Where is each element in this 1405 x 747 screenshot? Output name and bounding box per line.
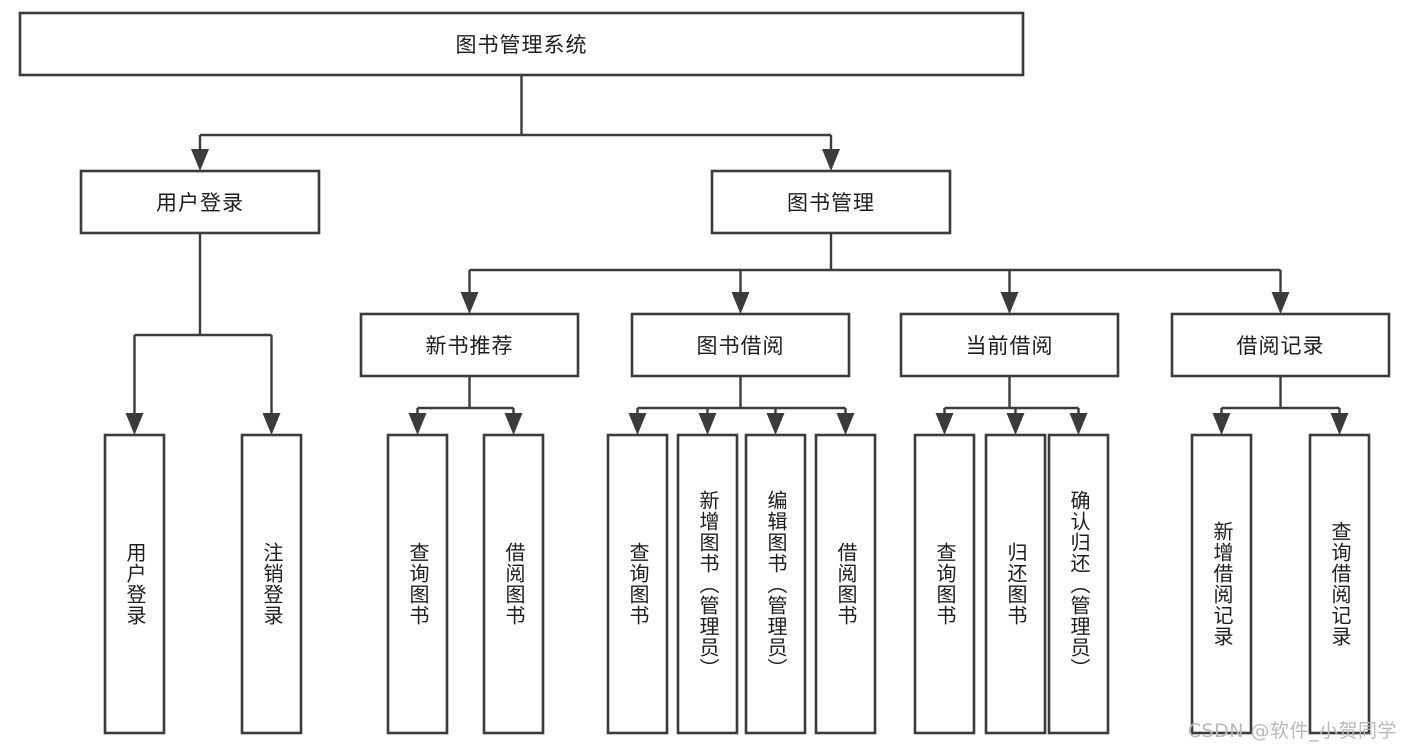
node-box-user-login[interactable] <box>79 169 321 235</box>
arrow-head-icon <box>766 413 785 435</box>
node-box-root[interactable] <box>18 11 1025 77</box>
arrow-head-icon <box>698 413 717 435</box>
arrow-head-icon <box>191 149 209 171</box>
node-box-bb-borrow-book[interactable] <box>814 433 877 735</box>
arrow-head-icon <box>1000 292 1019 314</box>
arrow-head-icon <box>125 413 144 435</box>
node-box-cb-confirm-return[interactable] <box>1047 433 1110 735</box>
node-box-user-login-leaf[interactable] <box>103 433 166 735</box>
arrow-head-icon <box>262 413 281 435</box>
node-box-br-add-record[interactable] <box>1190 433 1253 735</box>
arrow-head-icon <box>1212 413 1231 435</box>
node-box-book-borrow[interactable] <box>630 312 851 378</box>
arrow-head-icon <box>1271 292 1290 314</box>
arrow-head-icon <box>935 413 954 435</box>
node-box-user-logout-leaf[interactable] <box>240 433 303 735</box>
node-box-book-manage[interactable] <box>710 169 952 235</box>
arrow-head-icon <box>408 413 427 435</box>
arrow-head-icon <box>1069 413 1088 435</box>
node-box-current-borrow[interactable] <box>899 312 1120 378</box>
node-box-bb-query-book[interactable] <box>606 433 669 735</box>
node-box-cb-return-book[interactable] <box>984 433 1047 735</box>
arrow-head-icon <box>822 149 840 171</box>
arrow-head-icon <box>1330 413 1349 435</box>
watermark: CSDN @软件_小贺同学 <box>1187 720 1397 742</box>
node-box-br-query-record[interactable] <box>1308 433 1371 735</box>
node-box-cb-query-book[interactable] <box>913 433 976 735</box>
arrow-head-icon <box>1006 413 1025 435</box>
node-box-borrow-record[interactable] <box>1170 312 1391 378</box>
node-box-bb-add-book[interactable] <box>676 433 739 735</box>
node-box-nbr-query-book[interactable] <box>386 433 449 735</box>
node-box-nbr-borrow-book[interactable] <box>482 433 545 735</box>
node-box-new-book-rec[interactable] <box>359 312 580 378</box>
arrow-head-icon <box>836 413 855 435</box>
arrow-head-icon <box>504 413 523 435</box>
arrow-head-icon <box>731 292 750 314</box>
node-box-bb-edit-book[interactable] <box>744 433 807 735</box>
arrow-head-icon <box>460 292 479 314</box>
arrow-head-icon <box>628 413 647 435</box>
